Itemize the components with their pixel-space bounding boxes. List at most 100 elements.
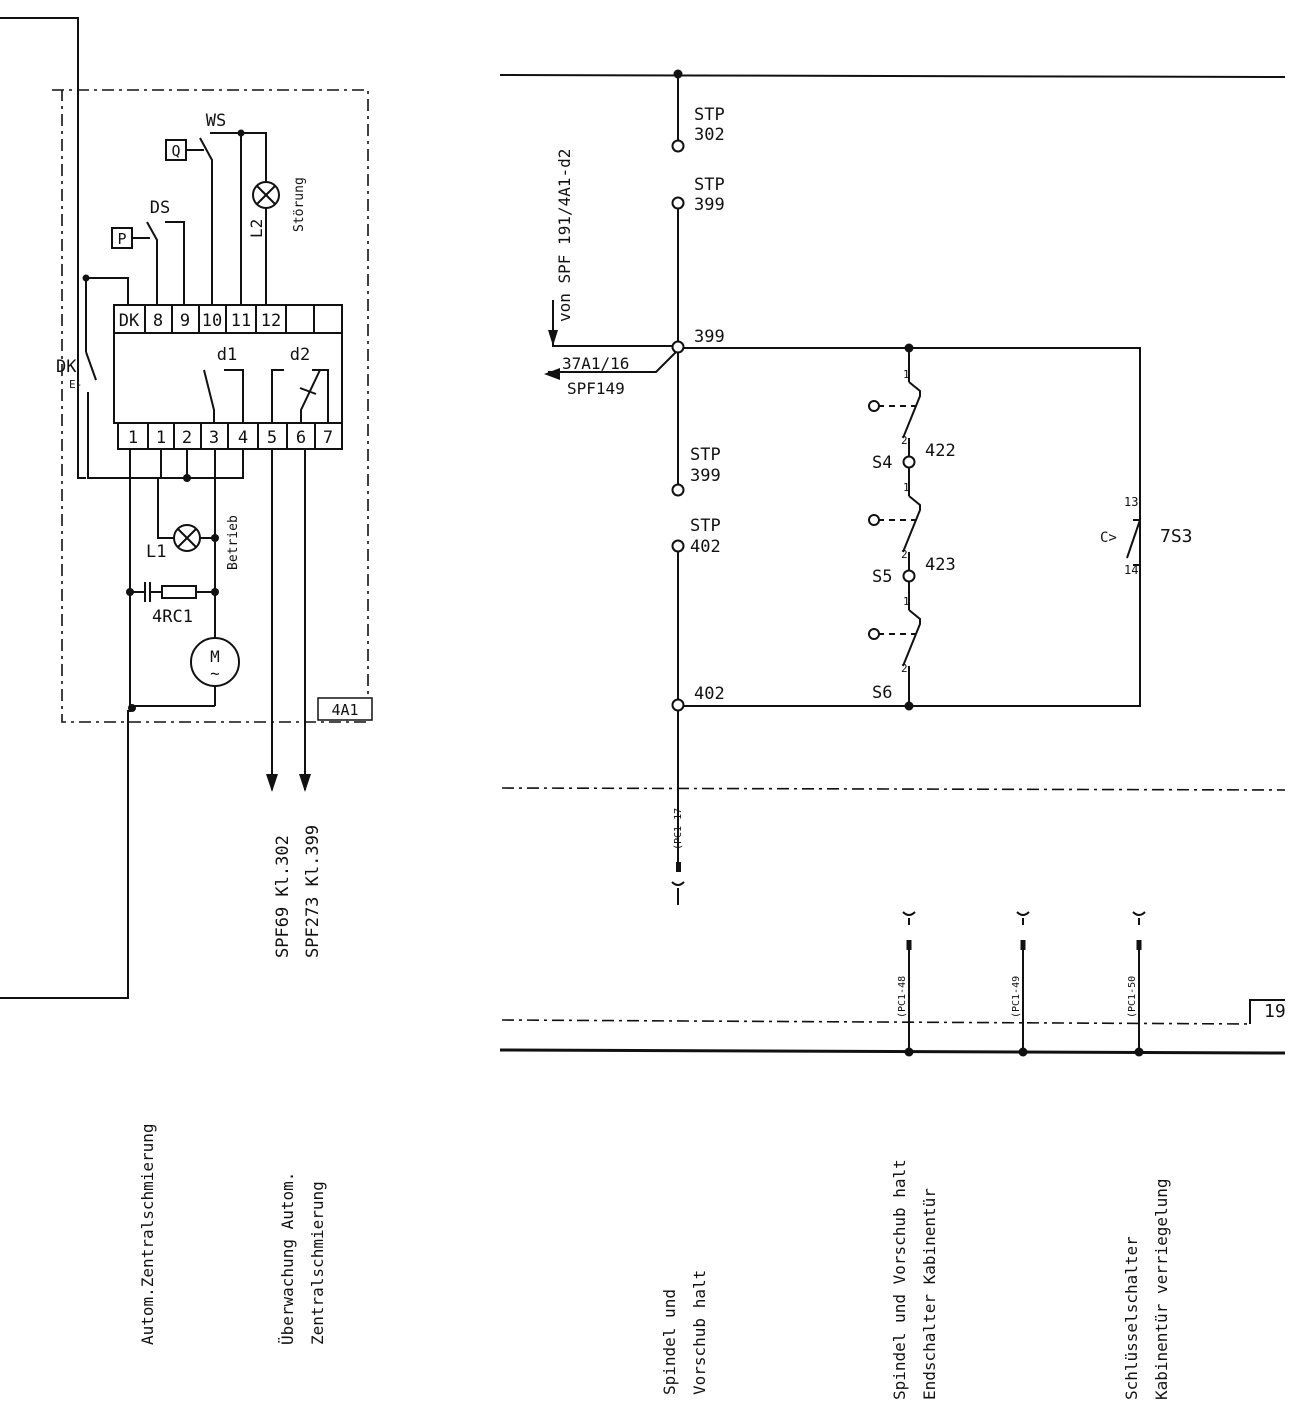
captions: Autom.Zentralschmierung Überwachung Auto… bbox=[138, 1123, 1171, 1400]
terminal-dk: DK bbox=[119, 311, 140, 331]
module-enclosure bbox=[52, 89, 369, 723]
lamp-l2-label: L2 bbox=[247, 219, 266, 238]
connector-pc1-48: (PC1-48 bbox=[897, 911, 916, 1057]
ref-37a1: 37A1/16 bbox=[562, 354, 629, 373]
ws-label: WS bbox=[206, 111, 226, 131]
relay-d1-label: d1 bbox=[217, 345, 237, 365]
incoming-ref: von SPF 191/4A1-d2 bbox=[555, 149, 574, 322]
caption-key-line2: Kabinentür verriegelung bbox=[1152, 1178, 1171, 1400]
internal-wiring bbox=[126, 449, 311, 792]
terminal-b1b: 1 bbox=[156, 428, 166, 448]
output-ref-2: SPF273 Kl.399 bbox=[303, 825, 323, 958]
door-safety-circuit: STP 302 STP 399 399 von SPF 191/4A1-d2 3… bbox=[499, 69, 1286, 1057]
stp-402-name: STP bbox=[690, 516, 721, 536]
s5-number: 423 bbox=[925, 555, 956, 575]
terminal-b3: 3 bbox=[209, 428, 219, 448]
stp-402-num: 402 bbox=[690, 537, 721, 557]
door-contact-dk: DK E- bbox=[56, 274, 244, 479]
connector-label-48: (PC1-48 bbox=[897, 976, 908, 1018]
connector-pc1-49: (PC1-49 bbox=[1011, 911, 1030, 1057]
s6-pin1: 1 bbox=[903, 595, 910, 608]
bottom-bus bbox=[499, 1048, 1286, 1055]
s4-label: S4 bbox=[872, 453, 892, 473]
output-arrow-1 bbox=[266, 774, 278, 792]
motor-label: M bbox=[210, 647, 220, 666]
stp-399-num: 399 bbox=[694, 195, 725, 215]
caption-monitoring-line2: Zentralschmierung bbox=[308, 1181, 327, 1345]
stp-399b-num: 399 bbox=[690, 466, 721, 486]
level-switch-ws: WS Q bbox=[165, 111, 267, 305]
dk-label: DK bbox=[56, 357, 77, 377]
motor-ac-symbol: ~ bbox=[210, 664, 220, 683]
section-boundary-2 bbox=[501, 1019, 1251, 1025]
s4-number: 422 bbox=[925, 441, 956, 461]
s6-pin2: 2 bbox=[901, 662, 908, 675]
connector-pc1-50: (PC1-50 bbox=[1127, 911, 1146, 1057]
terminal-10: 10 bbox=[202, 311, 222, 331]
limit-switch-chain: 1 2 S4 422 1 2 S5 423 1 2 S6 bbox=[868, 348, 956, 706]
lamp-l1: L1 Betrieb bbox=[146, 515, 241, 570]
node-399-label: 399 bbox=[694, 327, 725, 347]
terminal-b2: 2 bbox=[182, 428, 192, 448]
output-ref-1: SPF69 Kl.302 bbox=[273, 835, 293, 958]
caption-key-line1: Schlüsselschalter bbox=[1122, 1236, 1141, 1400]
key-icon: C> bbox=[1100, 530, 1117, 546]
relay-contacts: d1 d2 bbox=[203, 345, 329, 423]
terminal-12: 12 bbox=[261, 311, 281, 331]
s5-label: S5 bbox=[872, 567, 892, 587]
ref-spf149: SPF149 bbox=[567, 379, 625, 398]
stp-302-name: STP bbox=[694, 105, 725, 125]
caption-limit-line1: Spindel und Vorschub halt bbox=[890, 1159, 909, 1400]
terminal-b1a: 1 bbox=[128, 428, 138, 448]
7s3-pin14: 14 bbox=[1124, 563, 1138, 577]
s4-pin1: 1 bbox=[903, 368, 910, 381]
terminal-b5: 5 bbox=[267, 428, 277, 448]
q-box-label: Q bbox=[171, 142, 180, 160]
stp-399-name: STP bbox=[694, 175, 725, 195]
lamp-l2-text: Störung bbox=[292, 177, 307, 232]
page-ref: 19 bbox=[1264, 1001, 1286, 1022]
bottom-terminal-strip: 1 1 2 3 4 5 6 7 bbox=[117, 422, 343, 450]
module-id: 4A1 bbox=[331, 701, 358, 719]
relay-d2-label: d2 bbox=[290, 345, 310, 365]
pressure-switch-ds: DS P bbox=[111, 198, 185, 305]
lubrication-module: 4A1 DK 8 9 10 11 12 bbox=[0, 17, 373, 999]
key-switch-7s3: 13 14 C> 7S3 bbox=[1100, 348, 1193, 706]
s5-pin2: 2 bbox=[901, 548, 908, 561]
connector-label-50: (PC1-50 bbox=[1127, 976, 1138, 1018]
terminal-9: 9 bbox=[180, 311, 190, 331]
stp-302-num: 302 bbox=[694, 125, 725, 145]
section-boundary-1 bbox=[501, 787, 1286, 791]
s6-label: S6 bbox=[872, 683, 892, 703]
caption-lubrication: Autom.Zentralschmierung bbox=[138, 1123, 157, 1345]
top-terminal-strip: DK 8 9 10 11 12 bbox=[113, 304, 343, 334]
terminal-8: 8 bbox=[153, 311, 163, 331]
terminal-11: 11 bbox=[231, 311, 251, 331]
lamp-l1-label: L1 bbox=[146, 542, 166, 562]
s5-pin1: 1 bbox=[903, 481, 910, 494]
caption-limit-line2: Endschalter Kabinentür bbox=[920, 1188, 939, 1400]
caption-monitoring-line1: Überwachung Autom. bbox=[278, 1172, 297, 1345]
caption-spindle-line1: Spindel und bbox=[660, 1289, 679, 1395]
terminal-b4: 4 bbox=[238, 428, 248, 448]
lamp-l1-text: Betrieb bbox=[226, 515, 241, 570]
connector-pc1-17: (PC1-17 bbox=[673, 808, 684, 850]
7s3-pin13: 13 bbox=[1124, 495, 1138, 509]
rc-label: 4RC1 bbox=[152, 607, 193, 627]
stp-399b-name: STP bbox=[690, 445, 721, 465]
module-box-label bbox=[317, 697, 373, 721]
connector-label-49: (PC1-49 bbox=[1011, 976, 1022, 1018]
terminal-b6: 6 bbox=[296, 428, 306, 448]
terminal-b7: 7 bbox=[323, 428, 333, 448]
s4-pin2: 2 bbox=[901, 434, 908, 447]
motor: M ~ bbox=[190, 598, 240, 706]
node-402-label: 402 bbox=[694, 684, 725, 704]
output-arrow-2 bbox=[299, 774, 311, 792]
lamp-l2: L2 Störung bbox=[247, 177, 307, 305]
dk-e-label: E- bbox=[69, 378, 82, 391]
p-box-label: P bbox=[117, 230, 126, 248]
caption-spindle-line2: Vorschub halt bbox=[690, 1270, 709, 1395]
ds-label: DS bbox=[150, 198, 170, 218]
key-switch-label: 7S3 bbox=[1160, 526, 1193, 547]
